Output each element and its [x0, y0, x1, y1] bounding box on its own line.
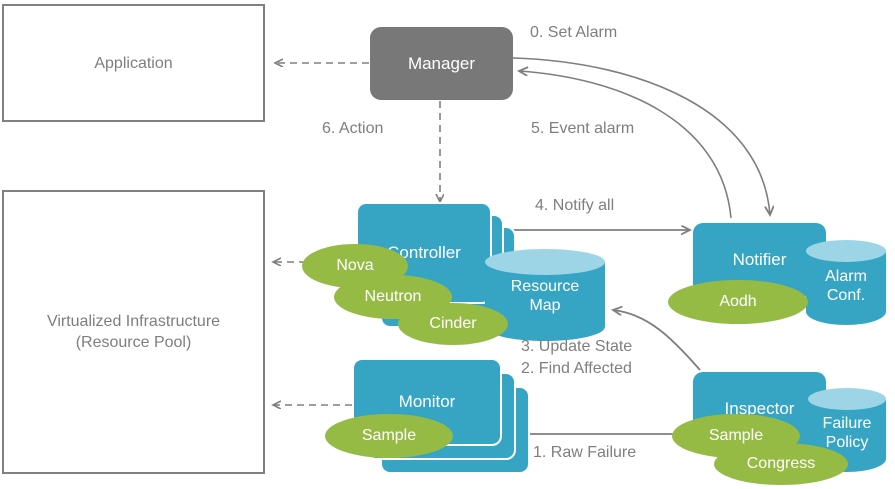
tag-monitor-sample-label: Sample	[361, 427, 417, 444]
tag-cinder-label: Cinder	[429, 315, 477, 332]
tag-neutron-label: Neutron	[364, 288, 422, 305]
alarm-conf-cylinder-body	[806, 251, 886, 325]
connector-event-alarm	[519, 71, 732, 219]
virtualized-infrastructure-label: Virtualized Infrastructure (Resource Poo…	[46, 313, 221, 351]
tag-congress[interactable]: Congress	[714, 443, 848, 485]
tag-cinder[interactable]: Cinder	[398, 303, 508, 345]
manager-node[interactable]: Manager	[370, 27, 513, 100]
manager-label: Manager	[407, 53, 476, 73]
flow-label-action: 6. Action	[322, 120, 384, 137]
flow-label-notify-all: 4. Notify all	[535, 197, 615, 214]
alarm-conf-datastore[interactable]: Alarm Conf.	[806, 240, 886, 325]
controller-label: Controller	[387, 243, 461, 262]
resource-map-cylinder-top	[485, 249, 605, 275]
notifier-label: Notifier	[732, 249, 787, 269]
tag-nova-label: Nova	[336, 257, 374, 274]
tag-congress-label: Congress	[746, 455, 816, 472]
flow-label-set-alarm: 0. Set Alarm	[530, 24, 618, 41]
application-label: Application	[94, 54, 173, 72]
alarm-conf-cylinder-top	[806, 240, 886, 262]
connector-update-state	[613, 310, 701, 371]
tag-aodh[interactable]: Aodh	[668, 280, 808, 324]
tag-monitor-sample[interactable]: Sample	[325, 414, 453, 458]
tag-inspector-sample-label: Sample	[708, 427, 764, 444]
flow-label-raw-failure: 1. Raw Failure	[533, 444, 637, 461]
virtualized-infrastructure-container: Virtualized Infrastructure (Resource Poo…	[2, 190, 265, 474]
flow-label-event-alarm: 5. Event alarm	[531, 120, 635, 137]
failure-policy-cylinder-top	[808, 388, 886, 410]
monitor-label: Monitor	[398, 392, 456, 411]
application-container: Application	[2, 4, 265, 122]
connector-set-alarm	[512, 57, 770, 215]
tag-aodh-label: Aodh	[719, 293, 757, 310]
inspector-label: Inspector	[724, 398, 795, 418]
flow-label-update-state-find-affected: 3. Update State 2. Find Affected	[521, 338, 633, 377]
